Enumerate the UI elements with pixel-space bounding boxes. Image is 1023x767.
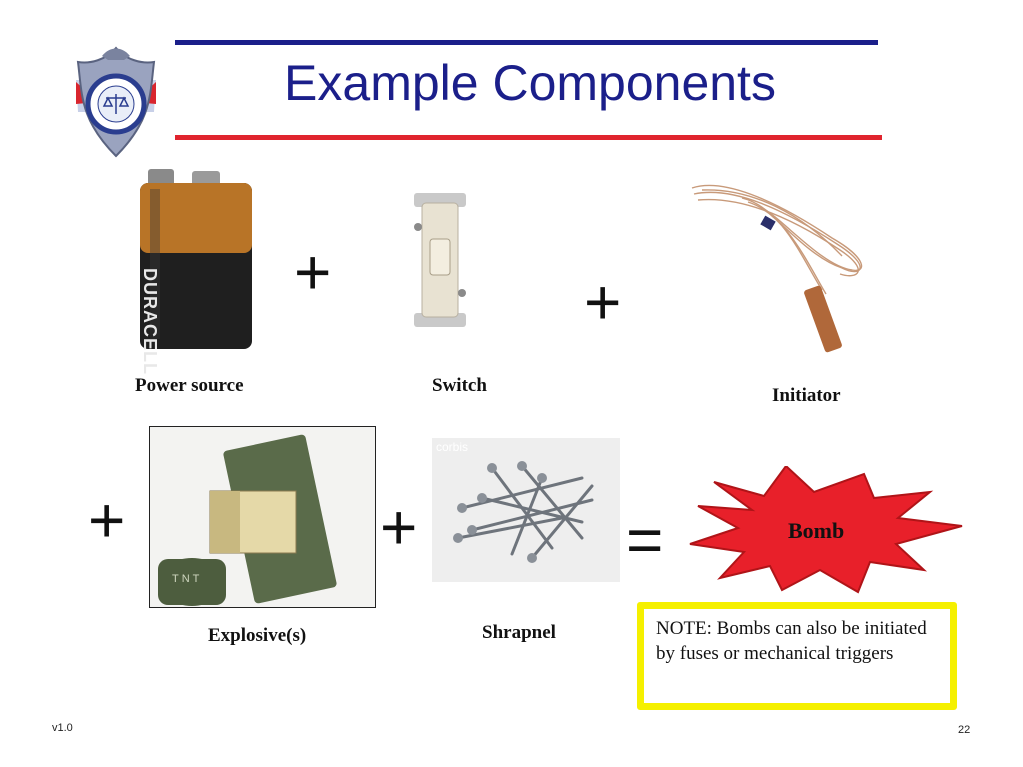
switch-image <box>410 193 470 328</box>
bomb-label: Bomb <box>788 518 845 543</box>
tnt-text: TNT <box>172 573 203 585</box>
corbis-watermark: corbis <box>436 440 469 454</box>
switch-label: Switch <box>432 375 487 396</box>
title-rule-bottom <box>175 135 882 140</box>
initiator-image <box>682 178 892 358</box>
page-number: 22 <box>958 724 971 736</box>
explosive-label: Explosive(s) <box>208 625 307 646</box>
title-rule-top <box>175 40 878 45</box>
shrapnel-image: corbis <box>432 438 620 582</box>
equals-operator: = <box>626 504 664 576</box>
note-text: NOTE: Bombs can also be initiated by fus… <box>656 618 927 664</box>
shrapnel-label: Shrapnel <box>482 622 556 643</box>
plus-operator-4: + <box>380 491 418 563</box>
bomb-starburst: Bomb <box>686 464 964 594</box>
note-box: NOTE: Bombs can also be initiated by fus… <box>637 602 957 710</box>
plus-operator-1: + <box>294 236 332 308</box>
battery-image: DURACELL <box>130 163 280 375</box>
explosives-image: TNT <box>149 426 376 608</box>
police-badge-logo <box>66 42 166 162</box>
plus-operator-2: + <box>584 266 622 338</box>
battery-brand-text: DURACELL <box>140 268 160 375</box>
power-source-label: Power source <box>135 375 244 396</box>
slide-title: Example Components <box>284 55 776 111</box>
initiator-label: Initiator <box>772 385 841 406</box>
plus-operator-3: + <box>88 484 126 556</box>
version-label: v1.0 <box>52 722 73 734</box>
